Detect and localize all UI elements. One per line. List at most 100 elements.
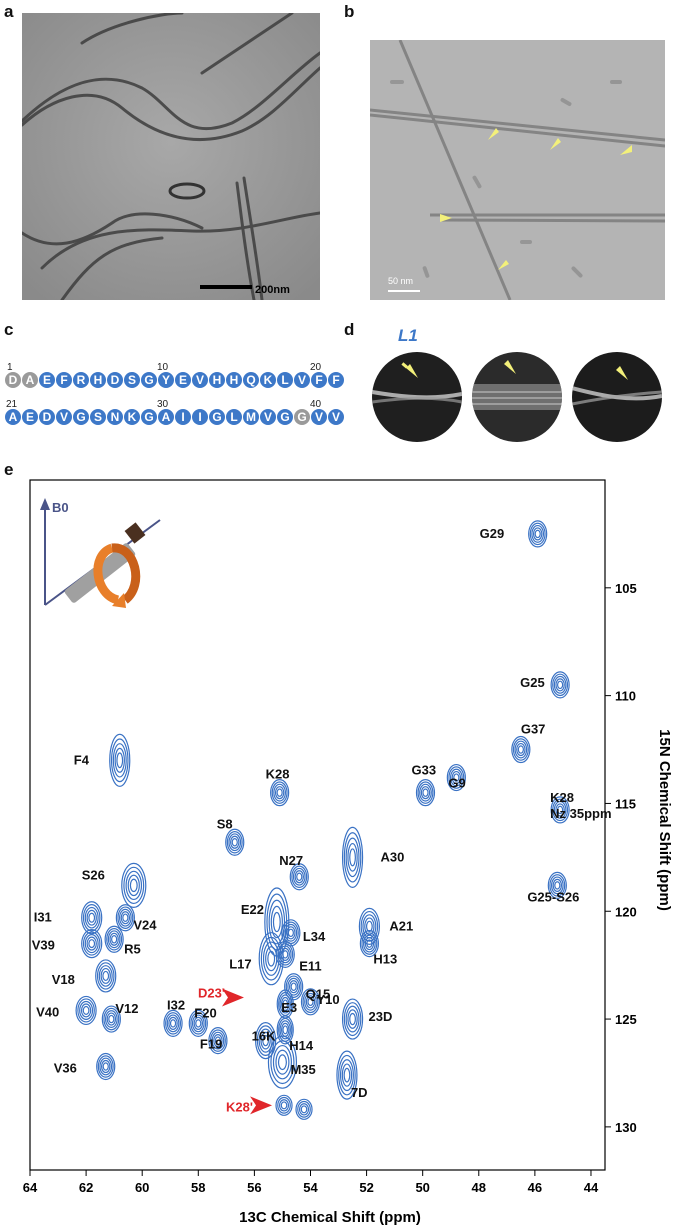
residue-35: M (243, 409, 259, 425)
peak-label: G37 (521, 722, 546, 737)
residue-8: S (124, 372, 140, 388)
peak-contour (81, 901, 103, 935)
residue-32: I (192, 409, 208, 425)
panel-d-label: L1 (398, 326, 418, 345)
residue-12: V (192, 372, 208, 388)
residue-11: E (175, 372, 191, 388)
panel-c-letter: c (4, 320, 14, 339)
class-average-3 (572, 352, 662, 442)
peak-contour (550, 671, 570, 699)
residue-37: G (277, 409, 293, 425)
peak-label: H14 (289, 1038, 314, 1053)
peak-label: G29 (480, 526, 505, 541)
peak-label: E3 (281, 1000, 297, 1015)
peak-label: I31 (34, 910, 52, 925)
peak-label: Q15 (306, 987, 331, 1002)
seq-num-30: 30 (157, 399, 169, 410)
residue-5: R (73, 372, 89, 388)
residue-20: F (328, 372, 344, 388)
residue-6: H (90, 372, 106, 388)
seq-num-20: 20 (310, 362, 322, 373)
peak-label: I32 (167, 997, 185, 1012)
peak-contour (511, 735, 531, 764)
peak-contour (225, 828, 245, 856)
peak-contour (121, 862, 147, 908)
peak-contour (359, 929, 379, 958)
b0-label: B0 (52, 500, 69, 515)
residue-4: F (56, 372, 72, 388)
peak-contour (255, 1022, 277, 1060)
peak-label: S26 (82, 867, 105, 882)
red-arrow-icon (250, 1096, 273, 1115)
panel-a-letter: a (4, 2, 14, 21)
peak-label: G33 (411, 763, 436, 778)
residue-16: K (260, 372, 276, 388)
residue-24: V (56, 409, 72, 425)
class-average-2 (472, 352, 562, 442)
peak-contour (284, 973, 304, 1001)
peak-label: F20 (194, 1005, 216, 1020)
peak-contour (300, 988, 321, 1016)
micrograph-b-image: 50 nm (370, 40, 665, 300)
micrograph-a-blob (168, 182, 206, 200)
residue-27: N (107, 409, 123, 425)
residue-13: H (209, 372, 225, 388)
residue-9: G (141, 372, 157, 388)
x-tick-label: 60 (135, 1180, 149, 1195)
y-axis-label: 15N Chemical Shift (ppm) (656, 729, 673, 911)
x-tick-label: 52 (359, 1180, 373, 1195)
y-tick-label: 125 (615, 1012, 637, 1027)
residue-3: E (39, 372, 55, 388)
peak-contour (95, 959, 117, 993)
residue-1: D (5, 372, 21, 388)
peak-label: L17 (229, 957, 251, 972)
scale-bar-b: 50 nm (388, 276, 413, 286)
peak-label: K28' (226, 1099, 253, 1114)
peak-label: 16K (252, 1029, 276, 1044)
residue-22: E (22, 409, 38, 425)
peak-contour (547, 871, 567, 899)
peak-label: D23' (198, 986, 225, 1001)
y-tick-label: 105 (615, 581, 637, 596)
peak-label: V24 (133, 918, 157, 933)
residue-28: K (124, 409, 140, 425)
peak-contour (258, 932, 284, 986)
peak-contour (358, 907, 380, 945)
peak-label: M35 (290, 1062, 315, 1077)
x-tick-label: 48 (472, 1180, 486, 1195)
residue-31: I (175, 409, 191, 425)
y-tick-label: 130 (615, 1120, 637, 1135)
residue-39: V (311, 409, 327, 425)
peak-contour (208, 1027, 228, 1055)
peak-label: V12 (115, 1001, 138, 1016)
panel-b-letter: b (344, 2, 355, 21)
yellow-arrow-icon (440, 128, 632, 270)
peak-label: G25-S26 (527, 889, 579, 904)
x-tick-label: 54 (303, 1180, 318, 1195)
peak-label: K28 (266, 767, 290, 782)
peak-contour (75, 995, 97, 1026)
peak-label: 23D (369, 1009, 393, 1024)
peak-label: V18 (52, 972, 75, 987)
peak-contour (101, 1005, 121, 1033)
residue-25: G (73, 409, 89, 425)
residue-15: Q (243, 372, 259, 388)
mas-rotor-icon (40, 498, 161, 608)
micrograph-a: 200nm (22, 13, 320, 300)
micrograph-b: 50 nm (370, 40, 665, 300)
seq-num-40: 40 (310, 399, 322, 410)
peak-contour (270, 779, 290, 807)
residue-10: Y (158, 372, 174, 388)
y-tick-label: 115 (615, 796, 636, 811)
seq-num-10: 10 (157, 362, 169, 373)
x-tick-label: 64 (23, 1180, 38, 1195)
peak-contour (188, 1009, 208, 1037)
peak-label: 7D (351, 1085, 368, 1100)
peak-contour (415, 779, 436, 807)
peak-contour (104, 925, 124, 953)
peak-label: E11 (299, 958, 321, 973)
x-tick-label: 62 (79, 1180, 93, 1195)
